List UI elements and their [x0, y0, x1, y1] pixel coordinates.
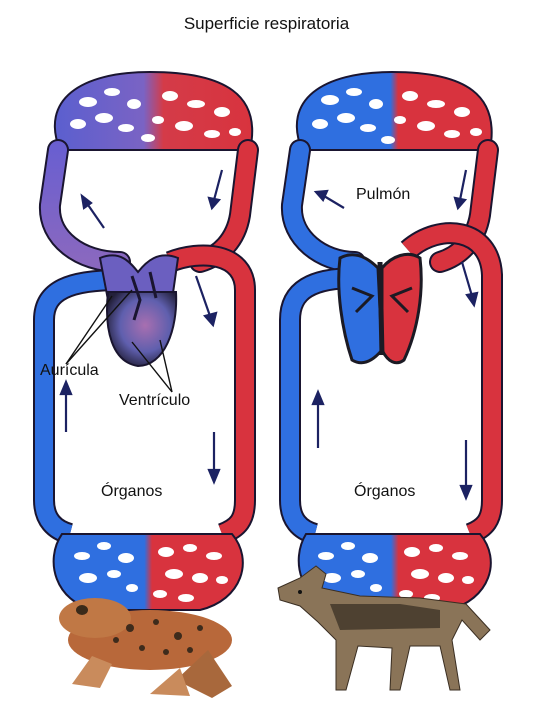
arrow-up-icon — [59, 379, 73, 396]
left-heart-atria — [98, 254, 180, 301]
label-organos-right: Órganos — [354, 483, 416, 500]
mammal-circulation — [277, 70, 503, 691]
arrow-down-icon — [202, 311, 218, 328]
arrow-down-icon — [459, 484, 473, 501]
left-flow-arrows — [59, 169, 224, 485]
right-lung-capillary-holes — [312, 88, 482, 144]
right-flow-arrows — [311, 169, 479, 501]
label-auricula: Aurícula — [40, 362, 99, 379]
right-lung-capillary-bed — [296, 70, 493, 151]
left-organ-capillary-bed — [52, 533, 244, 611]
label-pulmon: Pulmón — [356, 186, 411, 203]
left-label-pointers — [65, 289, 173, 393]
arrow-up-left-icon — [80, 193, 93, 210]
label-ventriculo: Ventrículo — [119, 392, 191, 409]
left-heart-single-ventricle — [106, 291, 178, 368]
arrow-left-icon — [313, 189, 329, 203]
toad-illustration — [59, 598, 232, 698]
arrow-down-icon — [207, 468, 221, 485]
arrow-down-icon — [465, 291, 479, 308]
amphibian-circulation — [33, 70, 259, 698]
left-respiratory-capillary-holes — [70, 88, 241, 142]
left-organ-capillary-holes — [74, 542, 228, 602]
right-heart-left-side — [380, 252, 423, 365]
jackal-illustration — [277, 565, 491, 691]
label-organos-left: Órganos — [101, 483, 163, 500]
arrow-down-icon — [207, 196, 222, 211]
arrow-up-icon — [311, 389, 325, 406]
arrow-down-icon — [453, 196, 468, 211]
diagram-title: Superficie respiratoria — [183, 14, 350, 33]
